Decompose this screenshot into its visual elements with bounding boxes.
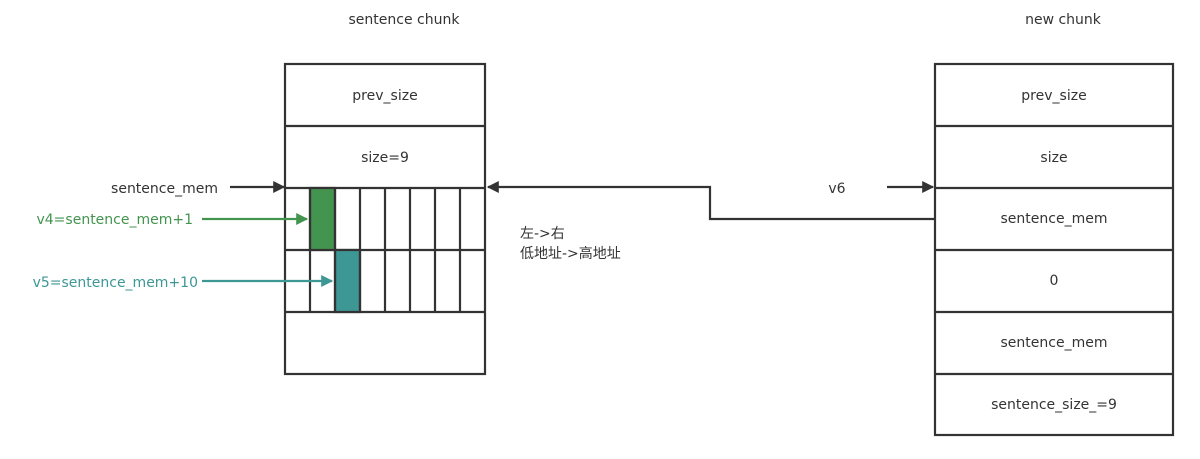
left-cell-size: size=9: [361, 150, 409, 166]
right-cell-size: size: [1040, 150, 1067, 166]
v5-label: v5=sentence_mem+10: [33, 275, 198, 291]
right-cell-sentence-mem: sentence_mem: [1001, 211, 1108, 227]
right-chunk-title: new chunk: [1025, 12, 1102, 28]
left-cell-prev-size: prev_size: [352, 88, 417, 104]
left-chunk-title: sentence chunk: [349, 12, 461, 28]
right-chunk: prev_size size sentence_mem 0 sentence_m…: [933, 62, 1175, 437]
highlight-cell-v5: [333, 248, 362, 314]
sentence-mem-label: sentence_mem: [111, 181, 218, 197]
right-cell-prev-size: prev_size: [1021, 88, 1086, 104]
byte-grid: [308, 188, 462, 312]
right-cell-zero: 0: [1050, 273, 1059, 289]
direction-note-line2: 低地址->高地址: [520, 245, 621, 262]
v6-label: v6: [828, 181, 845, 197]
highlight-cell-v4: [308, 186, 337, 252]
right-cell-sentence-size: sentence_size_=9: [991, 397, 1117, 413]
v4-label: v4=sentence_mem+1: [36, 212, 193, 228]
sentence-mem-link-arrow: [486, 181, 935, 221]
right-cell-sentence-mem-2: sentence_mem: [1001, 335, 1108, 351]
direction-note-line1: 左->右: [520, 226, 565, 242]
left-chunk: prev_size size=9: [283, 62, 487, 376]
